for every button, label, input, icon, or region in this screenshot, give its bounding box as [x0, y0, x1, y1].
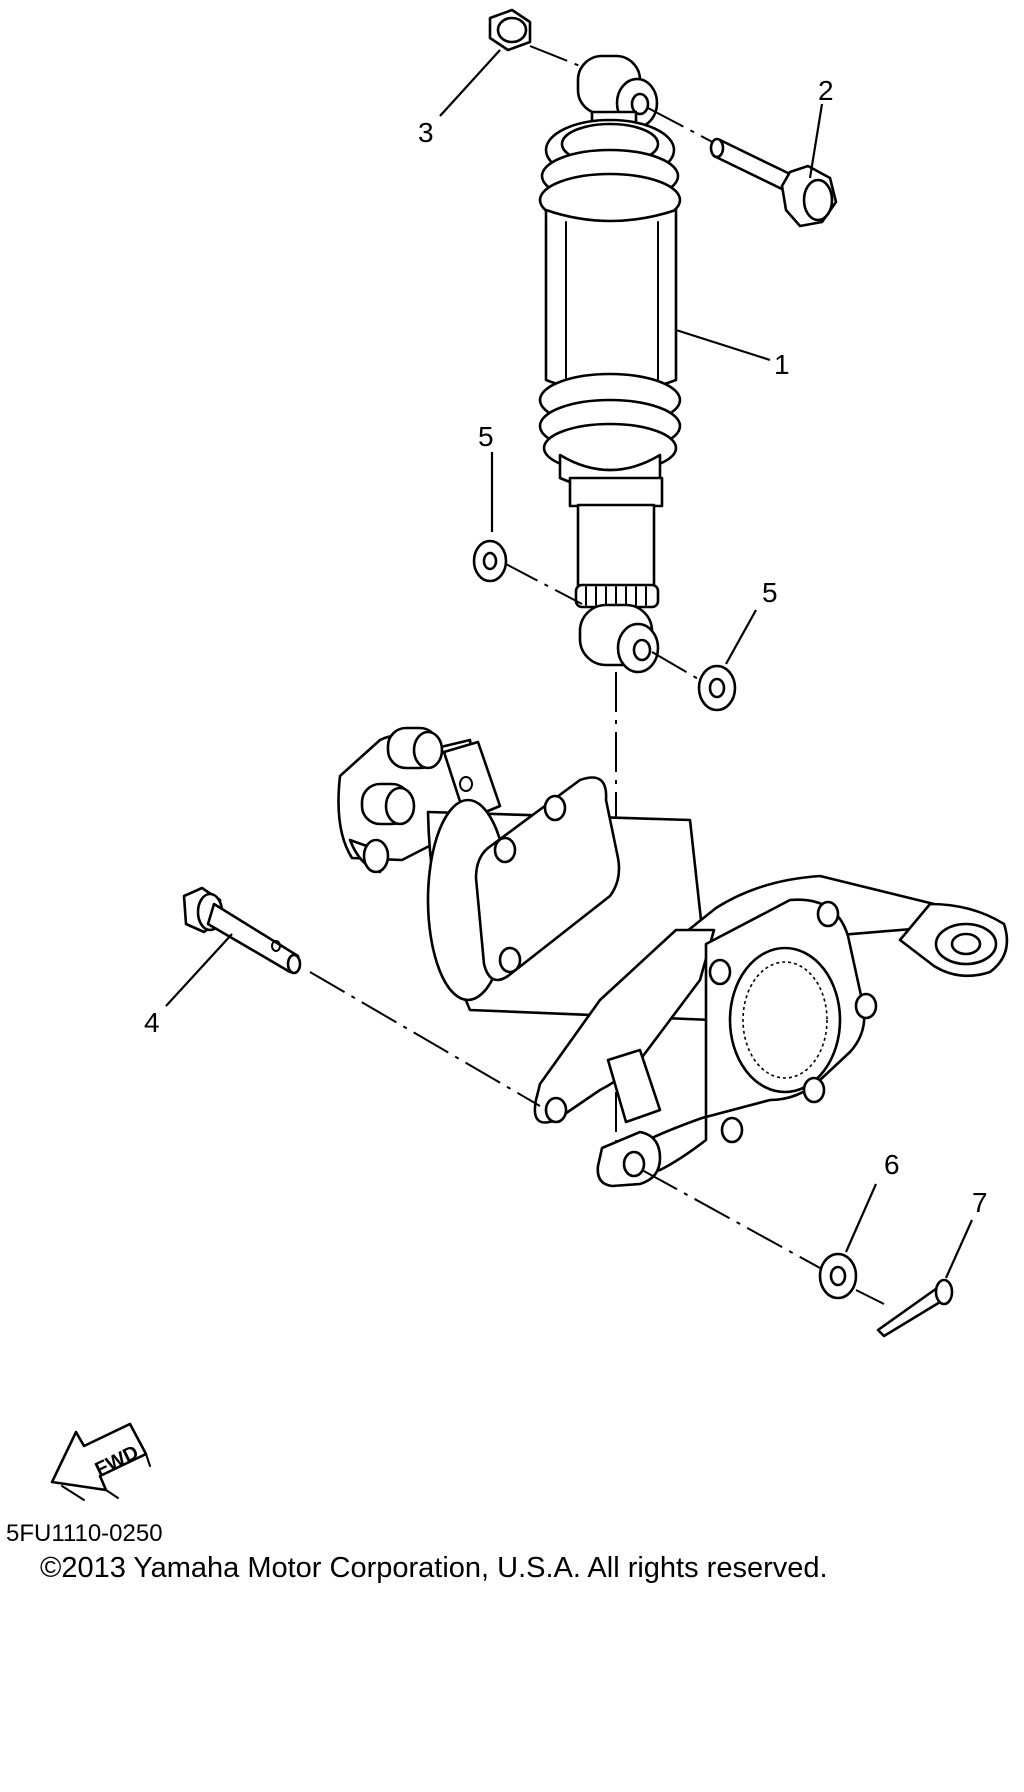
washer-part-6: [641, 1169, 858, 1300]
callout-number-2: 2: [818, 75, 834, 106]
callout-number-4: 4: [144, 1007, 160, 1038]
fwd-arrow-icon: FWD: [50, 1422, 151, 1501]
callout-number-7: 7: [972, 1187, 988, 1218]
leader-line-6: [844, 1183, 878, 1253]
shock-absorber-part-1: [538, 54, 682, 674]
leader-line-3: [439, 49, 501, 117]
leader-line-2: [808, 103, 824, 179]
axle-housing-assembly: [337, 726, 1009, 1188]
leader-line-4: [165, 933, 233, 1007]
leader-line-7: [944, 1219, 974, 1279]
copyright-notice: ©2013 Yamaha Motor Corporation, U.S.A. A…: [40, 1552, 828, 1584]
callout-number-1: 1: [774, 349, 790, 380]
bolt-part-2: [647, 107, 838, 228]
diagram-code: 5FU1110-0250: [6, 1520, 163, 1547]
callout-number-6: 6: [884, 1149, 900, 1180]
washer-part-5b: [651, 651, 737, 712]
nut-part-3: [488, 8, 586, 69]
leader-line-1: [675, 328, 771, 362]
callout-number-5a: 5: [478, 421, 494, 452]
washer-part-5a: [472, 539, 583, 605]
bolt-part-4: [182, 886, 541, 1107]
callout-number-5b: 5: [762, 577, 778, 608]
callout-number-3: 3: [418, 117, 434, 148]
cotter-pin-part-7: [855, 1278, 954, 1338]
leader-line-5b: [725, 609, 757, 665]
